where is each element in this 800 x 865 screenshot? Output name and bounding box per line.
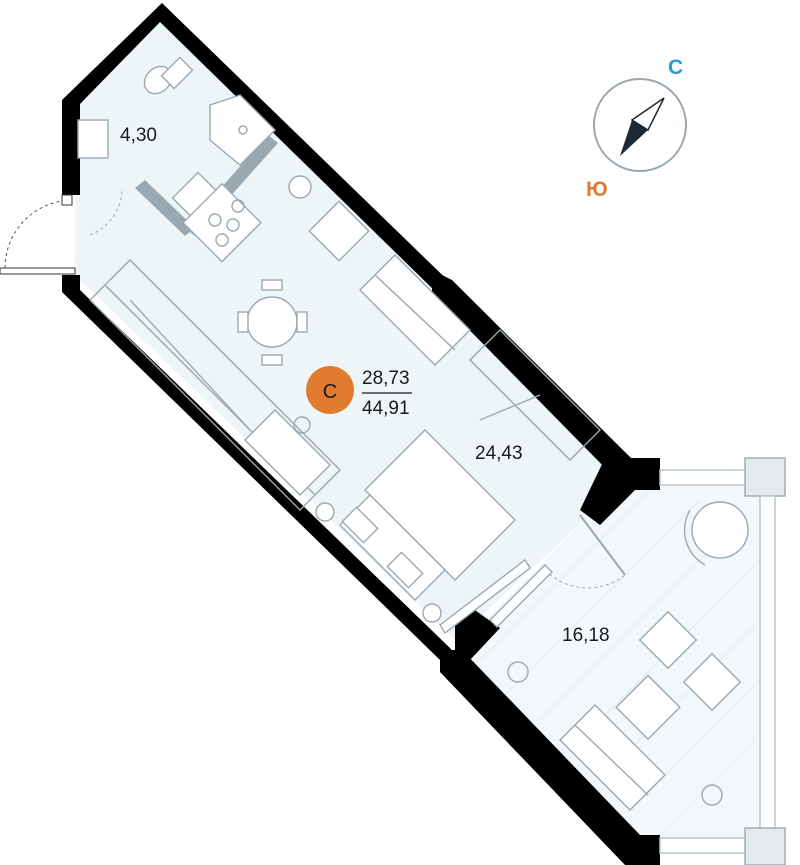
entrance-door: [0, 194, 76, 275]
radiator: [439, 558, 531, 635]
walls: [62, 3, 660, 865]
compass-north-label: С: [668, 56, 683, 79]
balcony-armchairs: [638, 610, 742, 712]
kitchen-counter: [182, 175, 370, 263]
main-room-area: 24,43: [475, 443, 523, 464]
balcony-area: 16,18: [562, 625, 610, 646]
armchair: [244, 409, 331, 496]
apartment-type-letter: С: [323, 381, 337, 403]
apartment-type-badge: С: [306, 366, 354, 414]
compass: С Ю: [586, 56, 687, 201]
shower: [209, 94, 276, 166]
desk: [469, 329, 601, 461]
sink: [77, 119, 109, 159]
total-area: 44,91: [362, 398, 410, 419]
balcony-table: [615, 674, 681, 741]
plant-icon: [507, 661, 723, 806]
sofa: [359, 254, 471, 366]
main-floor: [75, 15, 630, 640]
toilet: [143, 56, 194, 95]
bathroom-area: 4,30: [120, 125, 157, 146]
dining-table: [237, 279, 308, 366]
balcony-glazing: [659, 457, 786, 865]
bed: [315, 429, 516, 623]
balcony-floor: [455, 470, 760, 845]
balcony-sofa: [559, 704, 666, 811]
compass-south-label: Ю: [586, 178, 608, 201]
balcony-lamp: [683, 501, 749, 566]
living-area: 28,73: [362, 368, 410, 389]
balcony-door: [489, 514, 626, 628]
